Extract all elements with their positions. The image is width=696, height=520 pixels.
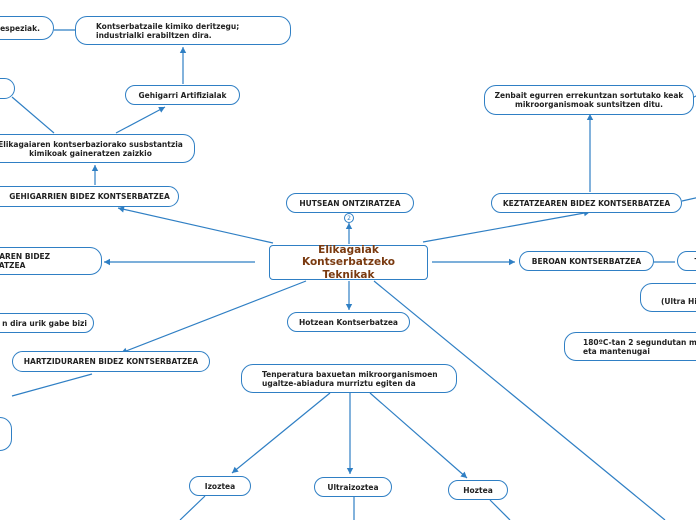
node-hartziduraren-bidez-kontserbatzea[interactable]: HARTZIDURAREN BIDEZ KONTSERBATZEA	[12, 351, 210, 372]
node-kontserbaziorako-substantziak[interactable]: Elikagaiaren kontserbaziorako susbstantz…	[0, 134, 195, 163]
arrowhead-18	[179, 47, 187, 53]
node-180-gradu[interactable]: 180ºC-tan 2 segundutan ma eta mantenugai	[564, 332, 696, 361]
arrowhead-17	[91, 165, 99, 171]
node-urik-gabe-bizi[interactable]: n dira urik gabe bizi	[0, 313, 94, 333]
node-partial-left-top[interactable]	[0, 78, 15, 99]
connector-line-23	[489, 499, 511, 520]
arrowhead-10	[232, 466, 239, 473]
node-gehigarrien-bidez-kontserbatzea[interactable]: GEHIGARRIEN BIDEZ KONTSERBATZEA	[0, 186, 179, 207]
node-tenperatura-baxuetan[interactable]: Tenperatura baxuetan mikroorganismoen ug…	[241, 364, 457, 393]
node-ultraizoztea[interactable]: Ultraizoztea	[314, 477, 392, 497]
node-keak-mikroorganismoak[interactable]: Zenbait egurren errekuntzan sortutako ke…	[484, 85, 694, 115]
connector-line-21	[179, 495, 206, 520]
connector-line-0	[117, 207, 274, 244]
arrowhead-1	[104, 258, 110, 266]
node-daren-bidez-kontserbatzea[interactable]: DAREN BIDEZ BATZEA	[0, 247, 102, 275]
connector-line-16	[115, 106, 166, 134]
node-beroan-kontserbatzea[interactable]: BEROAN KONTSERBATZEA	[519, 251, 654, 271]
arrowhead-16	[158, 106, 165, 113]
notes-count-badge[interactable]: 2	[344, 213, 354, 223]
node-ultra-high[interactable]: (Ultra Hig	[640, 283, 696, 312]
node-kontserbatzaile-kimikoak[interactable]: Kontserbatzaile kimiko deritzegu; indust…	[75, 16, 291, 45]
arrowhead-6	[509, 258, 515, 266]
connector-line-15	[11, 96, 55, 134]
connector-line-11	[369, 392, 468, 479]
node-espeziak[interactable]: espeziak.	[0, 16, 54, 40]
node-gehigarri-artifizialak[interactable]: Gehigarri Artifizialak	[125, 85, 240, 105]
arrowhead-9	[346, 468, 354, 474]
connector-line-20	[11, 373, 93, 397]
node-keztatzearen-bidez-kontserbatzea[interactable]: KEZTATZEAREN BIDEZ KONTSERBATZEA	[491, 193, 682, 213]
arrowhead-3	[345, 223, 353, 229]
arrowhead-4	[345, 304, 353, 310]
node-izoztea[interactable]: Izoztea	[189, 476, 251, 496]
node-hotzean-kontserbatzea[interactable]: Hotzean Kontserbatzea	[287, 312, 410, 332]
connector-line-10	[231, 392, 331, 474]
connector-line-13	[681, 197, 696, 202]
central-topic[interactable]: Elikagaiak Kontserbatzeko Teknikak	[269, 244, 428, 281]
connector-line-2	[120, 280, 307, 354]
node-partial-right-t[interactable]: T	[677, 251, 696, 271]
arrowhead-0	[118, 206, 125, 213]
node-hutsean-ontziratzea[interactable]: HUTSEAN ONTZIRATZEA	[286, 193, 414, 213]
node-hoztea[interactable]: Hoztea	[448, 480, 508, 500]
arrowhead-12	[586, 114, 594, 120]
connector-line-7	[373, 280, 666, 520]
arrowhead-11	[460, 471, 467, 478]
connector-line-5	[422, 211, 591, 243]
